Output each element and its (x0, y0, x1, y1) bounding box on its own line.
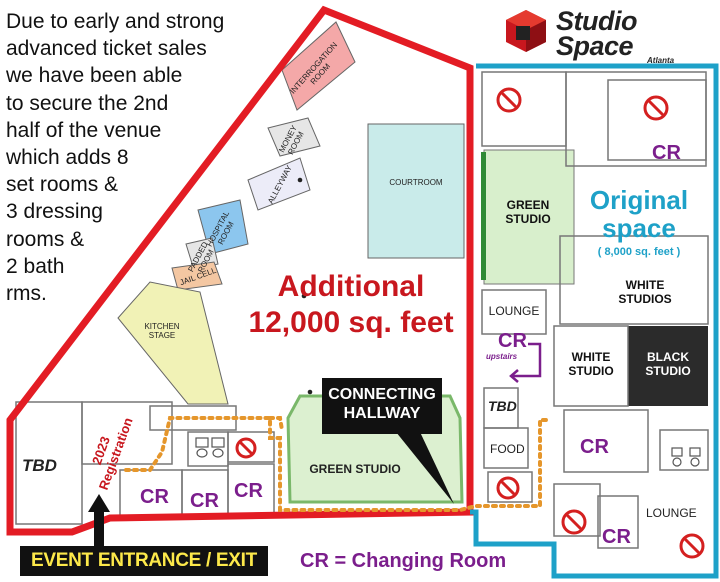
original-heading: Original space (589, 185, 689, 243)
jail-cell (171, 261, 223, 291)
label-tbd-right: TBD (488, 398, 517, 414)
intro-line: Due to early and strong (6, 10, 225, 33)
intro-line: which adds 8 (6, 146, 129, 170)
courtroom (367, 123, 465, 259)
event-entrance-label: EVENT ENTRANCE / EXIT (20, 546, 268, 576)
label-cr-upstairs: CR (498, 330, 527, 352)
green-studio-accent (481, 152, 486, 280)
padded-room (185, 237, 219, 271)
additional-space-outline (6, 5, 474, 536)
label-cr: CR (190, 490, 219, 512)
label-lounge-bottom: LOUNGE (646, 506, 697, 520)
upstairs-arrow-icon (509, 342, 542, 383)
original-space-outline (470, 63, 719, 579)
label-white-studio: WHITE STUDIO (568, 350, 614, 378)
logo-cube-icon (506, 10, 546, 52)
additional-heading: Additional (277, 270, 425, 303)
intro-line: advanced ticket sales (6, 37, 207, 61)
intro-line: 2 bath (6, 254, 65, 278)
label-lounge-left: LOUNGE (488, 304, 540, 318)
intro-line: we have been able (6, 64, 183, 88)
toilet-icons-original (671, 447, 701, 467)
label-cr: CR (140, 486, 169, 508)
entrance-arrow-icon (88, 494, 110, 548)
studio-space-logo: Studio Space Atlanta (502, 6, 716, 66)
label-green-studio-additional: GREEN STUDIO (309, 462, 401, 476)
logo-word-atlanta: Atlanta (647, 56, 675, 65)
label-cr: CR (234, 480, 263, 502)
logo-word-studio: Studio (556, 6, 637, 36)
connecting-path (124, 416, 550, 512)
label-white-studios: WHITE STUDIOS (618, 278, 672, 306)
money-room (267, 117, 321, 157)
intro-text: Due to early and strong advanced ticket … (6, 8, 268, 307)
label-courtroom: COURTROOM (389, 178, 443, 187)
kitchen-stage (117, 281, 229, 405)
green-studio-original (483, 149, 575, 285)
callout-pointer (396, 432, 454, 504)
additional-size: 12,000 sq. feet (248, 306, 454, 339)
label-upstairs: upstairs (486, 352, 518, 361)
interrogation-room (281, 21, 356, 111)
label-food: FOOD (490, 442, 525, 456)
no-entry-icons (235, 87, 705, 559)
label-cr: CR (652, 142, 681, 164)
toilet-icons (195, 437, 225, 458)
label-cr: CR (580, 436, 609, 458)
intro-line: to secure the 2nd (6, 91, 169, 115)
alleyway (247, 157, 311, 211)
connecting-hallway-callout: CONNECTING HALLWAY (322, 378, 442, 434)
intro-line: set rooms & (6, 173, 119, 197)
label-green-studio-original: GREEN STUDIO (505, 198, 551, 226)
label-kitchen-stage: KITCHEN STAGE (144, 322, 180, 340)
intro-line: 3 dressing (6, 200, 103, 224)
label-cr: CR (602, 526, 631, 548)
black-studio (628, 326, 708, 406)
logo-word-space: Space (556, 31, 634, 61)
original-size: ( 8,000 sq. feet ) (597, 246, 681, 258)
label-tbd-left: TBD (22, 456, 57, 475)
original-room-walls (481, 71, 709, 549)
intro-line: rooms & (6, 227, 85, 251)
label-black-studio: BLACK STUDIO (645, 350, 691, 378)
legend-changing-room: CR = Changing Room (300, 550, 507, 572)
intro-line: rms. (6, 282, 47, 306)
intro-line: half of the venue (6, 118, 162, 142)
